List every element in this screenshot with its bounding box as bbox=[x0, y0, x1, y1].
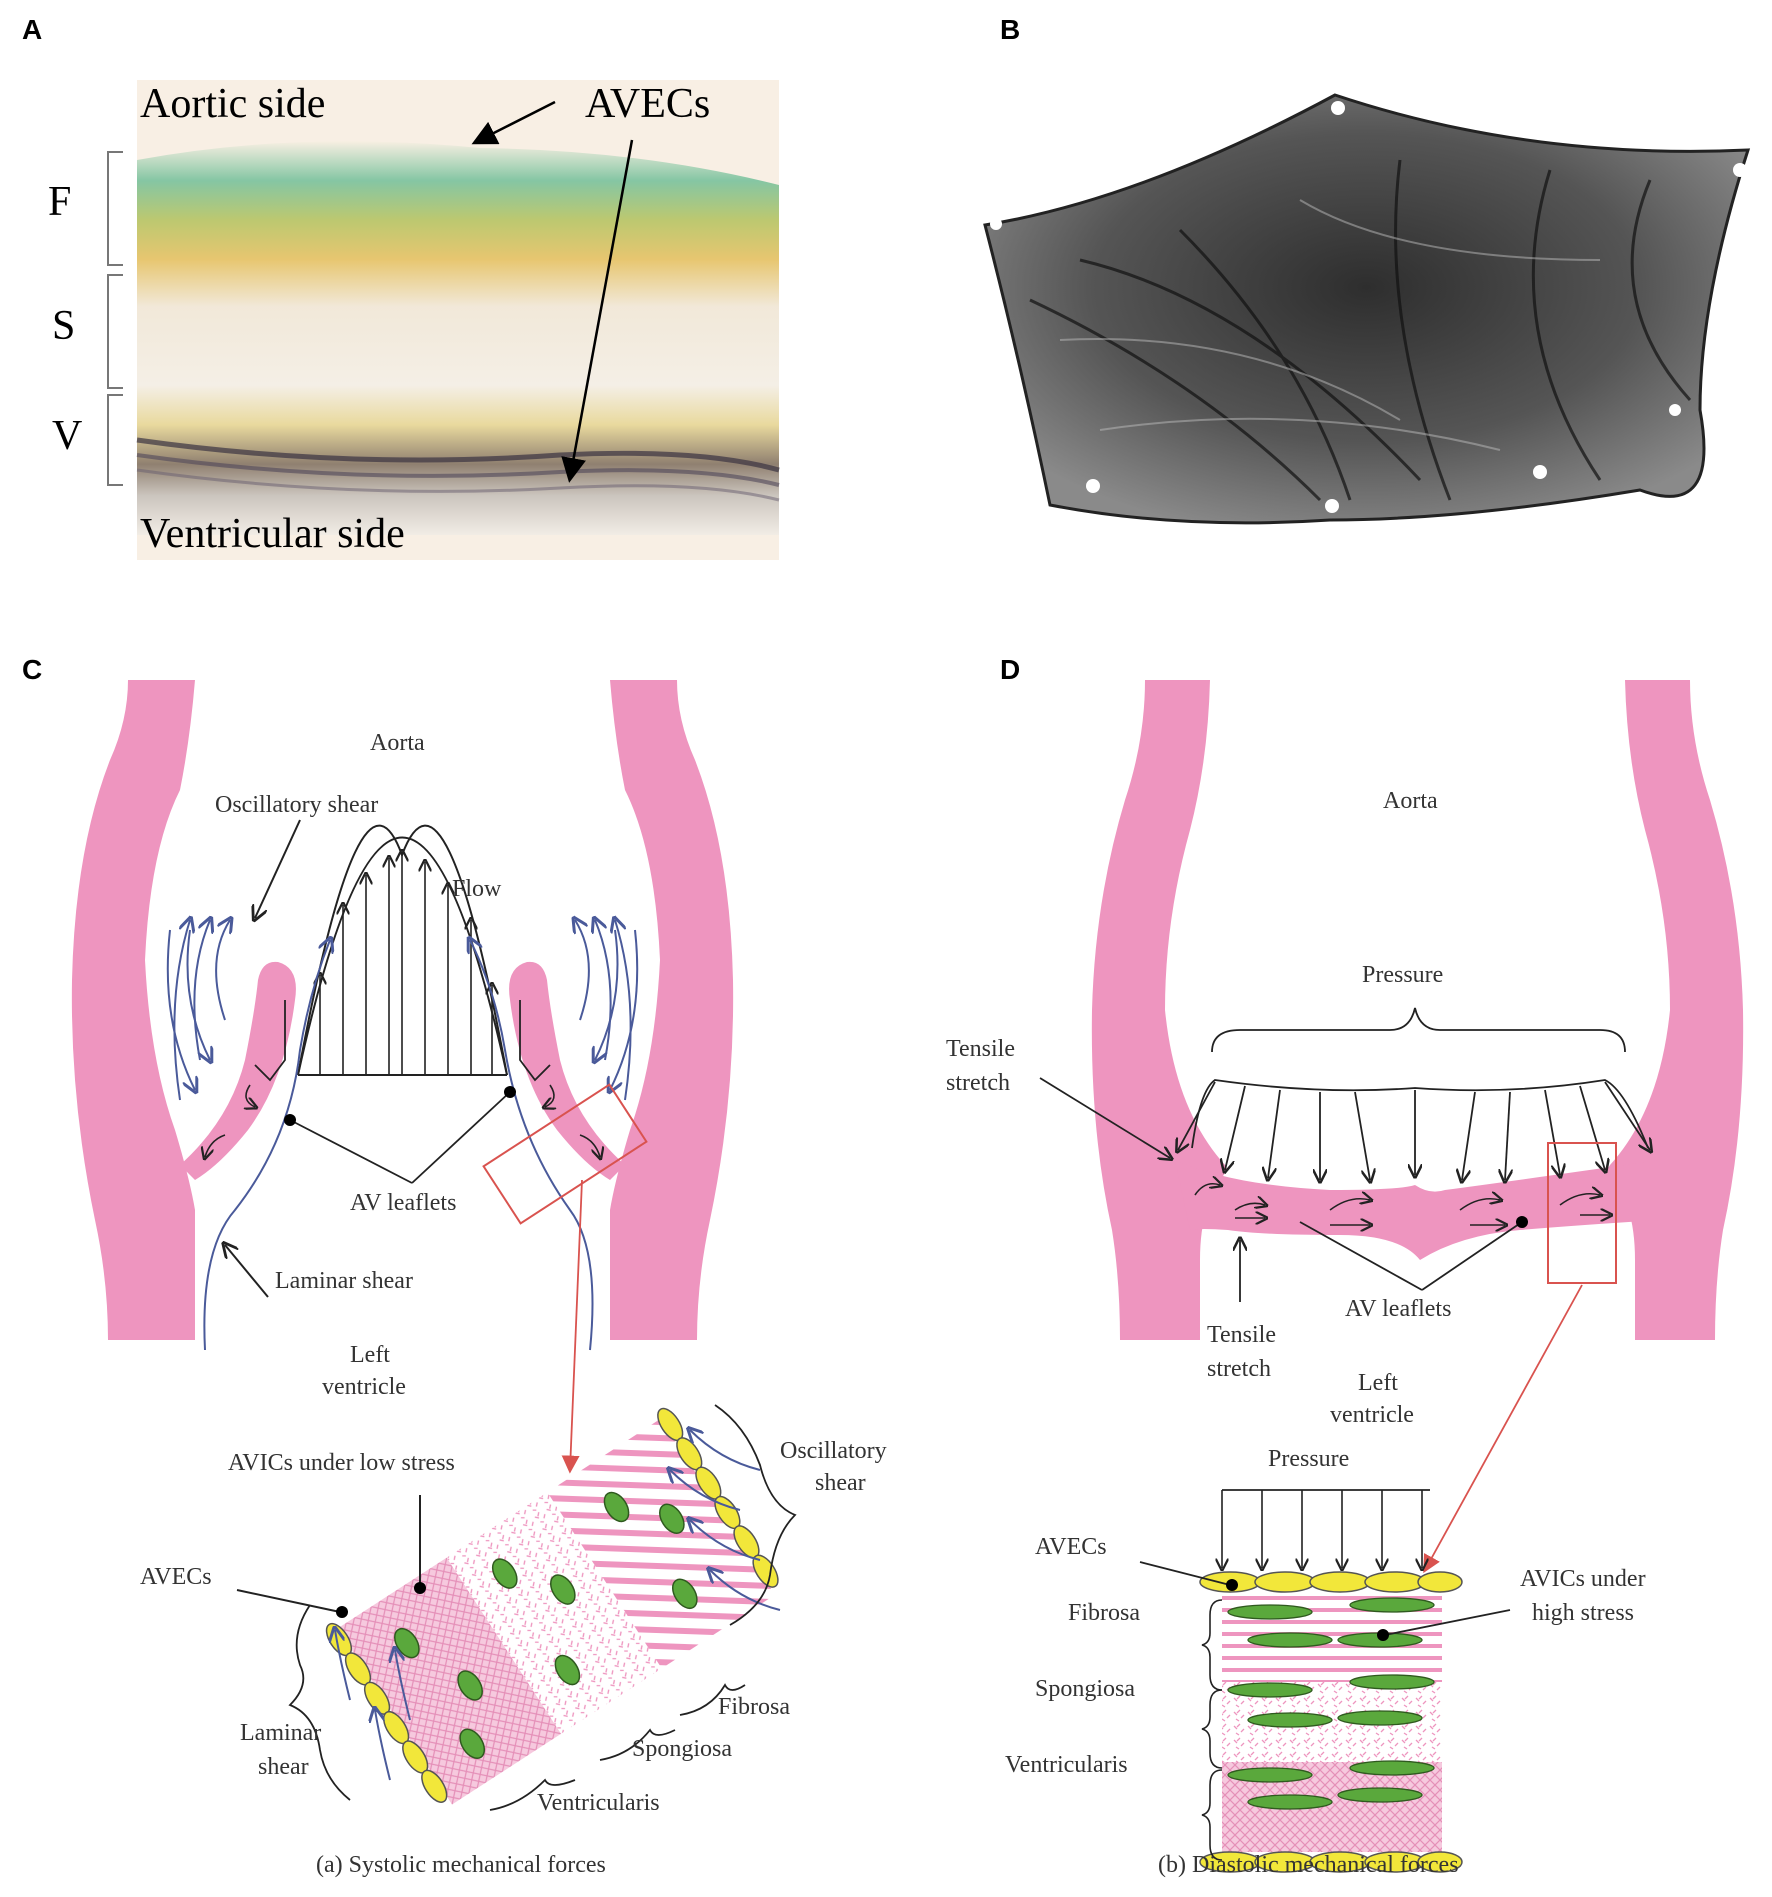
d-avics-line1: AVICs under bbox=[1520, 1566, 1646, 1592]
panel-label-c: C bbox=[22, 654, 43, 685]
c-aorta-label: Aorta bbox=[370, 730, 425, 756]
c-osc-shear-line1: Oscillatory bbox=[780, 1438, 887, 1464]
d-avics-line2: high stress bbox=[1532, 1600, 1634, 1626]
d-aorta-label: Aorta bbox=[1383, 788, 1438, 814]
panel-d-diastolic-diagram bbox=[1039, 680, 1744, 1873]
d-ventricle-label: ventricle bbox=[1330, 1402, 1414, 1428]
c-oscillatory-shear-label: Oscillatory shear bbox=[215, 792, 379, 818]
ventricular-side-label: Ventricular side bbox=[140, 511, 405, 557]
aortic-side-label: Aortic side bbox=[140, 81, 326, 127]
c-avics-label: AVICs under low stress bbox=[228, 1450, 455, 1476]
d-spongiosa-label: Spongiosa bbox=[1035, 1676, 1136, 1702]
c-fibrosa-label: Fibrosa bbox=[718, 1694, 790, 1720]
c-av-leaflets-label: AV leaflets bbox=[350, 1190, 457, 1216]
c-caption: (a) Systolic mechanical forces bbox=[316, 1852, 606, 1878]
d-caption: (b) Diastolic mechanical forces bbox=[1158, 1852, 1459, 1878]
d-left-label: Left bbox=[1358, 1370, 1398, 1396]
d-tensile-line2: Tensile bbox=[1207, 1322, 1276, 1348]
d-av-leaflets-label: AV leaflets bbox=[1345, 1296, 1452, 1322]
panel-label-b: B bbox=[1000, 14, 1021, 45]
avecs-label-a: AVECs bbox=[585, 81, 711, 127]
panel-c-systolic-diagram bbox=[71, 680, 797, 1811]
panel-a-histology bbox=[107, 80, 780, 560]
d-pressure2-label: Pressure bbox=[1268, 1446, 1350, 1472]
c-left-label: Left bbox=[350, 1342, 390, 1368]
layer-s-label: S bbox=[52, 303, 76, 349]
c-laminar-line2: shear bbox=[258, 1754, 309, 1780]
c-ventricularis-label: Ventricularis bbox=[537, 1790, 660, 1816]
d-ventricularis-label: Ventricularis bbox=[1005, 1752, 1128, 1778]
d-pressure-label: Pressure bbox=[1362, 962, 1444, 988]
c-ventricle-label: ventricle bbox=[322, 1374, 406, 1400]
c-avecs-label: AVECs bbox=[140, 1564, 212, 1590]
c-laminar-line1: Laminar bbox=[240, 1720, 322, 1746]
d-fibrosa-label: Fibrosa bbox=[1068, 1600, 1140, 1626]
panel-label-a: A bbox=[22, 14, 43, 45]
panel-label-d: D bbox=[1000, 654, 1021, 685]
d-stretch-line1: stretch bbox=[946, 1070, 1010, 1096]
d-avecs-label: AVECs bbox=[1035, 1534, 1107, 1560]
c-flow-label: Flow bbox=[452, 876, 502, 902]
c-laminar-shear-label: Laminar shear bbox=[275, 1268, 413, 1294]
c-spongiosa-label: Spongiosa bbox=[632, 1736, 733, 1762]
layer-v-label: V bbox=[52, 413, 83, 459]
d-stretch-line2: stretch bbox=[1207, 1356, 1271, 1382]
layer-f-label: F bbox=[48, 179, 72, 225]
d-tensile-line1: Tensile bbox=[946, 1036, 1015, 1062]
c-osc-shear-line2: shear bbox=[815, 1470, 866, 1496]
panel-b-leaflet-photo bbox=[983, 93, 1751, 525]
